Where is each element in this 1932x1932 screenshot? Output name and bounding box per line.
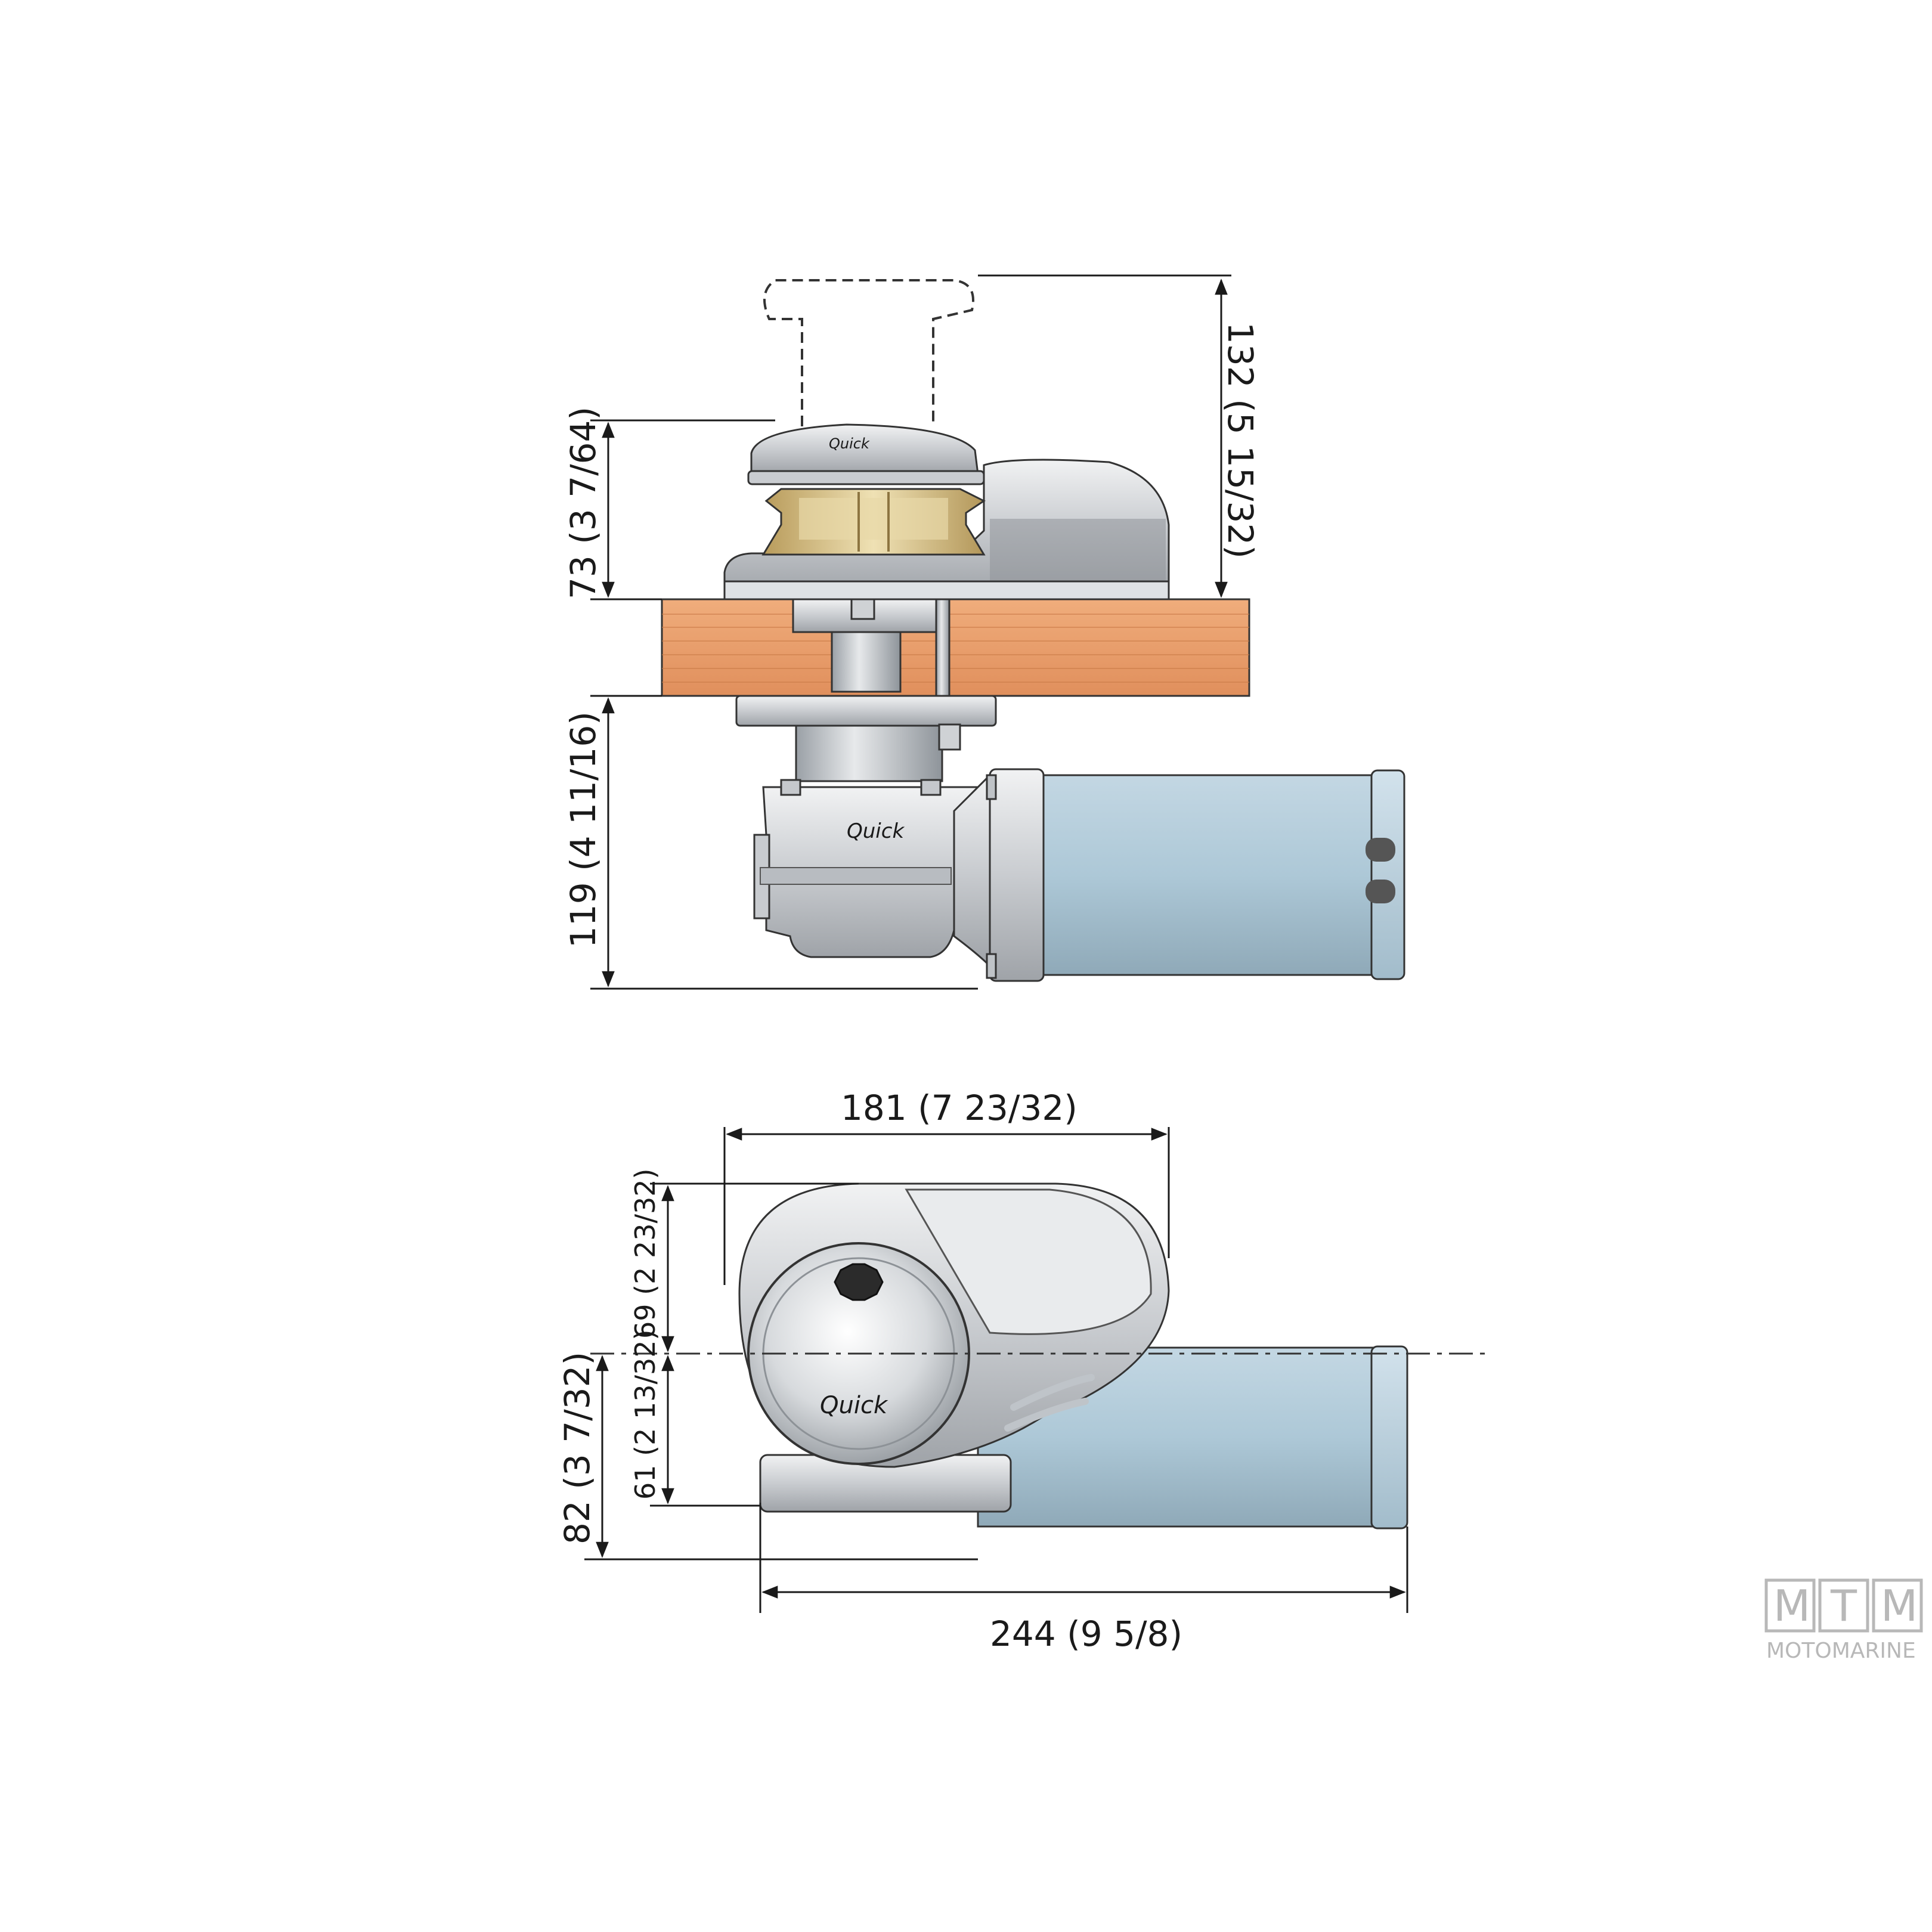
dim-length: 244 (9 5/8): [990, 1614, 1182, 1654]
cap-logo: Quick: [829, 435, 870, 452]
watermark-letter-2: T: [1830, 1581, 1857, 1631]
side-view: Quick Quick: [563, 274, 1405, 990]
watermark-letter-1: M: [1773, 1581, 1810, 1631]
capstan-cap: Quick: [747, 423, 985, 485]
gearbox-logo: Quick: [847, 819, 905, 843]
handle-socket-icon: [834, 1263, 884, 1301]
dimension-lines-side: [590, 274, 1231, 990]
chain-gypsy: [761, 488, 986, 556]
gearbox-neck: [795, 724, 943, 782]
dim-below-deck: 119 (4 11/16): [563, 711, 603, 948]
dim-rear-total: 82 (3 7/32): [557, 1352, 597, 1544]
motor: [953, 768, 1405, 982]
deck-board: [661, 598, 1250, 697]
drum-logo: Quick: [820, 1392, 888, 1419]
watermark-name: MOTOMARINE: [1766, 1639, 1916, 1663]
top-view: Quick 181 (7 23/32) 244 (9 5/8) 69 (2 23…: [557, 1088, 1485, 1654]
handle-outline-dashed: [763, 279, 974, 426]
under-deck-flange: [735, 695, 997, 727]
watermark-letter-3: M: [1881, 1581, 1918, 1631]
deck-housing: [723, 459, 1170, 600]
motomarine-watermark: M T M MOTOMARINE: [1764, 1578, 1923, 1663]
drive-shaft: [831, 631, 902, 693]
dimension-lines-top: [584, 1127, 1408, 1613]
dim-front: 69 (2 23/32): [629, 1168, 661, 1339]
dim-total-height: 132 (5 15/32): [1220, 322, 1261, 559]
dim-above-deck: 73 (3 7/64): [563, 407, 603, 599]
gearbox: Quick: [753, 779, 979, 958]
bolt-nut: [938, 723, 961, 751]
dim-width: 181 (7 23/32): [841, 1088, 1078, 1128]
dim-rear-inner: 61 (2 13/32): [629, 1329, 661, 1500]
